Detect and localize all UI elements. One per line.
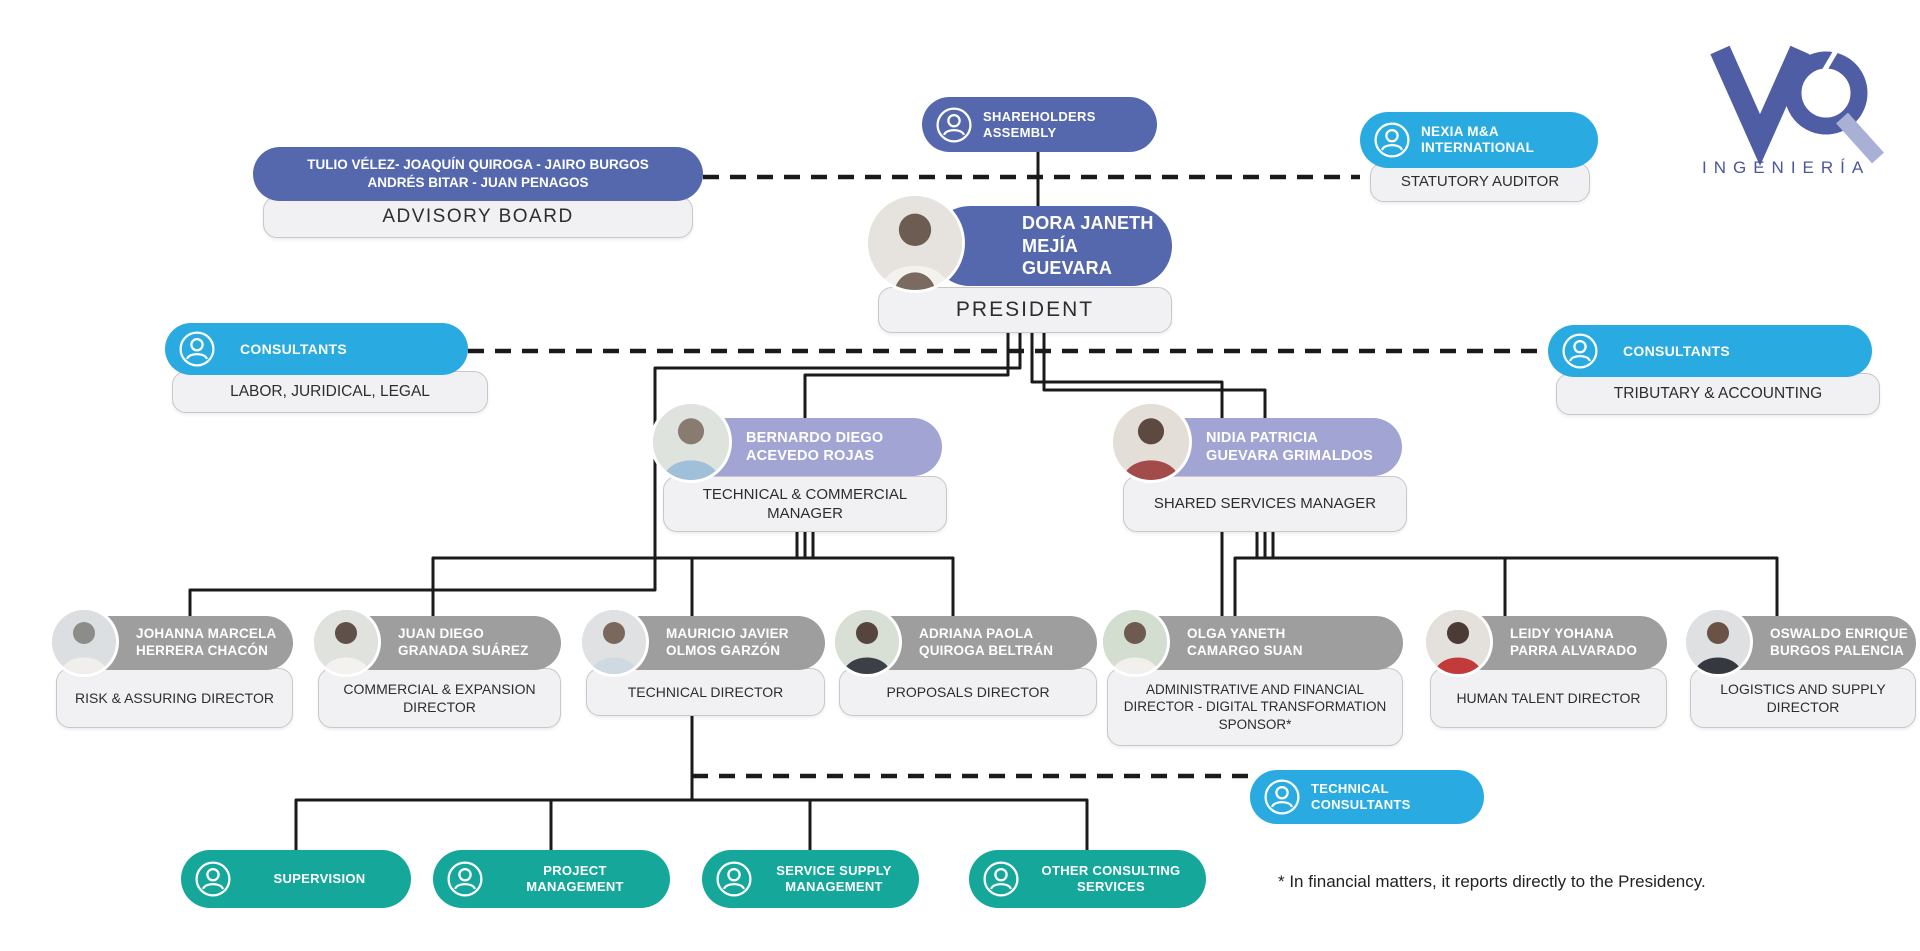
director-name-line1: LEIDY YOHANA: [1510, 626, 1614, 642]
technical-consultants-label: TECHNICAL CONSULTANTS: [1311, 781, 1411, 812]
node-other-consulting-services[interactable]: OTHER CONSULTING SERVICES: [969, 850, 1206, 908]
node-human-talent-director[interactable]: LEIDY YOHANA PARRA ALVARADO: [1456, 616, 1667, 670]
photo-shared-services-manager: [1113, 404, 1189, 480]
photo-president: [868, 196, 962, 290]
person-icon: [194, 860, 232, 898]
person-icon: [1263, 778, 1301, 816]
footnote: * In financial matters, it reports direc…: [1278, 872, 1706, 891]
node-proposals-director[interactable]: ADRIANA PAOLA QUIROGA BELTRÁN: [865, 616, 1097, 670]
director-name-line2: GRANADA SUÁREZ: [398, 643, 529, 658]
connector-president-technical-manager: [803, 333, 1010, 418]
consultants-right-label: CONSULTANTS: [1623, 342, 1730, 359]
service-supply-label: SERVICE SUPPLY MANAGEMENT: [776, 863, 892, 894]
person-icon: [982, 860, 1020, 898]
node-logistics-supply-director[interactable]: OSWALDO ENRIQUE BURGOS PALENCIA: [1716, 616, 1916, 670]
advisory-board-title: ADVISORY BOARD: [263, 196, 693, 238]
node-commercial-expansion-director[interactable]: JUAN DIEGO GRANADA SUÁREZ: [344, 616, 561, 670]
president-name-line1: DORA JANETH: [1022, 213, 1154, 234]
manager-name-line2: ACEVEDO ROJAS: [746, 448, 875, 464]
connector-services-rail: [294, 798, 1089, 850]
manager-name-line1: BERNARDO DIEGO: [746, 429, 884, 446]
person-icon: [715, 860, 753, 898]
person-icon: [178, 330, 216, 368]
vq-logo-mark: [1710, 42, 1884, 166]
consultants-right-title: TRIBUTARY & ACCOUNTING: [1556, 373, 1880, 415]
manager-name-line1: NIDIA PATRICIA: [1206, 429, 1319, 446]
director-name-line2: QUIROGA BELTRÁN: [919, 643, 1054, 658]
director-name-line1: JOHANNA MARCELA: [136, 626, 277, 642]
shared-services-manager-title: SHARED SERVICES MANAGER: [1123, 476, 1407, 532]
photo-technical-director: [582, 610, 646, 674]
proposals-director-title: PROPOSALS DIRECTOR: [839, 668, 1097, 716]
person-icon: [935, 106, 973, 144]
node-project-management[interactable]: PROJECT MANAGEMENT: [433, 850, 670, 908]
project-management-label: PROJECT MANAGEMENT: [526, 863, 624, 894]
connector-president-risk-director: [188, 333, 1022, 616]
consultants-left-title: LABOR, JURIDICAL, LEGAL: [172, 371, 488, 413]
other-consulting-label: OTHER CONSULTING SERVICES: [1041, 863, 1181, 894]
director-name-line1: OSWALDO ENRIQUE: [1770, 626, 1909, 642]
node-consultants-tributary[interactable]: CONSULTANTS: [1548, 325, 1872, 377]
person-icon: [1373, 121, 1411, 159]
connector-president-shared-manager: [1042, 333, 1267, 418]
photo-commercial-director: [314, 610, 378, 674]
director-name-line2: CAMARGO SUAN: [1187, 643, 1303, 658]
manager-name-line2: GUEVARA GRIMALDOS: [1206, 448, 1373, 464]
photo-risk-director: [52, 610, 116, 674]
director-name-line2: BURGOS PALENCIA: [1770, 643, 1905, 658]
director-name-line1: OLGA YANETH: [1187, 626, 1286, 642]
director-name-line2: OLMOS GARZÓN: [666, 643, 781, 658]
consultants-left-label: CONSULTANTS: [240, 340, 347, 357]
director-name-line1: ADRIANA PAOLA: [919, 626, 1034, 642]
director-name-line2: HERRERA CHACÓN: [136, 643, 269, 658]
advisory-members-line2: ANDRÉS BITAR - JUAN PENAGOS: [367, 175, 589, 190]
node-risk-assuring-director[interactable]: JOHANNA MARCELA HERRERA CHACÓN: [82, 616, 293, 670]
president-title: PRESIDENT: [878, 287, 1172, 333]
node-statutory-auditor[interactable]: NEXIA M&A INTERNATIONAL: [1360, 112, 1598, 168]
photo-admin-financial-director: [1103, 610, 1167, 674]
technical-director-title: TECHNICAL DIRECTOR: [586, 668, 825, 716]
node-technical-director[interactable]: MAURICIO JAVIER OLMOS GARZÓN: [612, 616, 825, 670]
director-name-line1: JUAN DIEGO: [398, 626, 485, 642]
logo-wordmark: INGENIERÍA: [1702, 158, 1871, 177]
technical-manager-title: TECHNICAL & COMMERCIAL MANAGER: [663, 476, 947, 532]
president-name-line2: MEJÍA GUEVARA: [1022, 235, 1113, 279]
risk-director-title: RISK & ASSURING DIRECTOR: [56, 668, 293, 728]
photo-logistics-director: [1686, 610, 1750, 674]
person-icon: [446, 860, 484, 898]
node-admin-financial-director[interactable]: OLGA YANETH CAMARGO SUAN: [1133, 616, 1403, 670]
photo-proposals-director: [835, 610, 899, 674]
photo-technical-manager: [653, 404, 729, 480]
shareholders-label: SHAREHOLDERS ASSEMBLY: [983, 108, 1096, 140]
node-supervision[interactable]: SUPERVISION: [181, 850, 411, 908]
statutory-auditor-title: STATUTORY AUDITOR: [1370, 162, 1590, 202]
node-technical-consultants[interactable]: TECHNICAL CONSULTANTS: [1250, 770, 1484, 824]
node-consultants-legal[interactable]: CONSULTANTS: [165, 323, 468, 375]
photo-human-talent-director: [1426, 610, 1490, 674]
director-name-line1: MAURICIO JAVIER: [666, 626, 789, 642]
statutory-auditor-name: NEXIA M&A INTERNATIONAL: [1421, 123, 1535, 155]
human-talent-director-title: HUMAN TALENT DIRECTOR: [1430, 668, 1667, 728]
logistics-director-title: LOGISTICS AND SUPPLY DIRECTOR: [1690, 668, 1916, 728]
node-shareholders-assembly[interactable]: SHAREHOLDERS ASSEMBLY: [922, 97, 1157, 152]
supervision-label: SUPERVISION: [273, 871, 366, 887]
node-service-supply-management[interactable]: SERVICE SUPPLY MANAGEMENT: [702, 850, 919, 908]
node-advisory-board-members[interactable]: TULIO VÉLEZ- JOAQUÍN QUIROGA - JAIRO BUR…: [253, 147, 703, 201]
person-icon: [1561, 332, 1599, 370]
admin-financial-director-title: ADMINISTRATIVE AND FINANCIAL DIRECTOR - …: [1107, 668, 1403, 746]
director-name-line2: PARRA ALVARADO: [1510, 643, 1638, 658]
node-president[interactable]: DORA JANETH MEJÍA GUEVARA: [930, 206, 1172, 286]
commercial-director-title: COMMERCIAL & EXPANSION DIRECTOR: [318, 668, 561, 728]
advisory-members-line1: TULIO VÉLEZ- JOAQUÍN QUIROGA - JAIRO BUR…: [307, 157, 649, 173]
